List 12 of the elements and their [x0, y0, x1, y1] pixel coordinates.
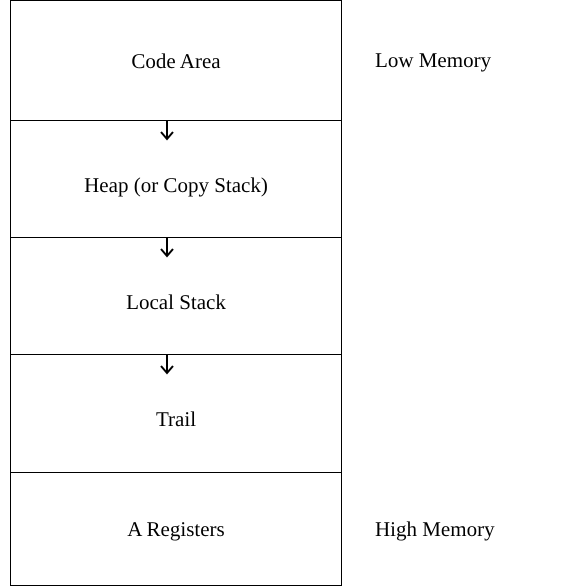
memory-segment [10, 238, 342, 355]
memory-segment [10, 0, 342, 121]
memory-segment [10, 473, 342, 586]
segment-label: Trail [156, 407, 196, 432]
segment-label: A Registers [127, 516, 225, 542]
segment-label: Heap (or Copy Stack) [84, 172, 268, 198]
memory-address-label: Low Memory [375, 48, 492, 72]
segment-label: Code Area [131, 48, 221, 74]
segment-label: Local Stack [126, 290, 226, 314]
memory-address-label: High Memory [375, 516, 495, 542]
memory-segment [10, 121, 342, 238]
memory-segment [10, 355, 342, 473]
